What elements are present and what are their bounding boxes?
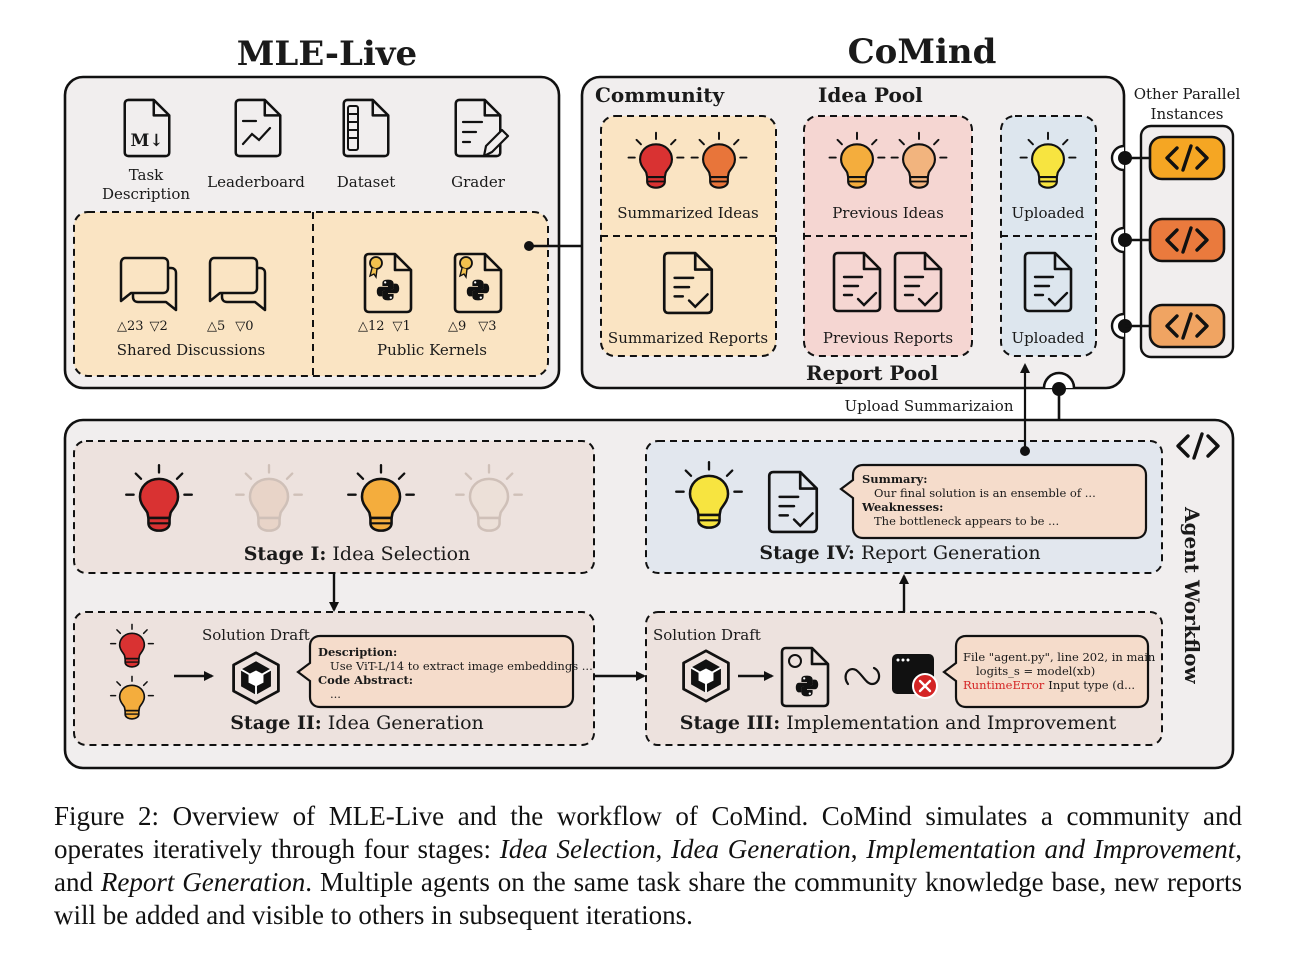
terminal-error-icon	[892, 654, 938, 699]
idea-description-text: Use ViT-L/14 to extract image embeddings…	[330, 659, 593, 673]
diagram-canvas: MLE-Live CoMind M↓ Task Description Lead…	[63, 32, 1241, 770]
uploaded-reports-label: Uploaded	[1011, 329, 1084, 347]
parallel-label-1: Other Parallel	[1134, 85, 1241, 103]
task-description-label-1: Task	[129, 166, 164, 184]
idea-pool-label: Idea Pool	[818, 83, 923, 107]
instance-3	[1148, 303, 1226, 349]
dataset-item: Dataset	[337, 98, 396, 191]
mle-live-title: MLE-Live	[237, 34, 417, 74]
previous-reports-label: Previous Reports	[823, 329, 953, 347]
task-description-label-2: Description	[102, 185, 190, 203]
error-line-1: File "agent.py", line 202, in main	[963, 650, 1156, 664]
stage-2-draft-label: Solution Draft	[202, 626, 310, 644]
error-line-2: logits_s = model(xb)	[976, 664, 1095, 678]
stage-2-idea-generation: Solution Draft Description: Use ViT-L/14…	[73, 611, 595, 746]
grader-label: Grader	[451, 173, 506, 191]
parallel-label-2: Instances	[1151, 105, 1224, 123]
instance-2	[1148, 217, 1226, 263]
discussion-1-votes: △23▽2	[117, 319, 168, 334]
stage-1-idea-selection: Stage I:Idea Selection	[73, 440, 595, 574]
stage-2-title: Stage II:Idea Generation	[230, 712, 484, 734]
previous-ideas-label: Previous Ideas	[832, 204, 944, 222]
leaderboard-item: Leaderboard	[207, 98, 305, 191]
instance-1	[1148, 135, 1226, 181]
error-speech-bubble	[942, 634, 1150, 709]
code-abstract-text: ...	[330, 687, 341, 701]
stage-3-title: Stage III:Implementation and Improvement	[680, 712, 1117, 734]
public-kernels-label: Public Kernels	[377, 341, 487, 359]
uploaded-ideas-label: Uploaded	[1011, 204, 1084, 222]
idea-description-title: Description:	[318, 645, 397, 659]
stage-3-draft-label: Solution Draft	[653, 626, 761, 644]
previous-pool-box: Previous Ideas Previous Reports	[803, 115, 973, 357]
stage-4-title: Stage IV:Report Generation	[759, 542, 1040, 564]
weaknesses-text: The bottleneck appears to be ...	[874, 514, 1059, 528]
agent-workflow-label: Agent Workflow	[1180, 506, 1204, 684]
parallel-instances: Other Parallel Instances	[1110, 85, 1241, 359]
discussion-2-votes: △5▽0	[207, 319, 254, 334]
retry-loop-icon	[844, 666, 881, 686]
community-box: Summarized Ideas Summarized Reports	[600, 115, 777, 357]
mle-live-panel: M↓ Task Description Leaderboard Dataset …	[63, 75, 561, 390]
kernel-2-votes: △9▽3	[448, 319, 497, 334]
summary-text: Our final solution is an ensemble of ...	[874, 486, 1096, 500]
grader-item: Grader	[451, 98, 510, 191]
report-pool-label: Report Pool	[806, 361, 939, 385]
stage-4-report-generation: Summary: Our final solution is an ensemb…	[645, 440, 1163, 574]
idea-speech-bubble	[296, 634, 575, 709]
report-speech-bubble	[839, 463, 1148, 540]
figure-caption: Figure 2: Overview of MLE-Live and the w…	[54, 801, 1242, 930]
leaderboard-label: Leaderboard	[207, 173, 305, 191]
comind-title: CoMind	[848, 32, 997, 72]
code-abstract-title: Code Abstract:	[318, 673, 413, 687]
task-description-item: M↓ Task Description	[102, 98, 190, 203]
public-kernels: △12▽1 △9▽3 Public Kernels	[358, 254, 501, 359]
dataset-label: Dataset	[337, 173, 396, 191]
community-label: Community	[595, 83, 726, 107]
shared-discussions: △23▽2 △5▽0 Shared Discussions	[117, 256, 267, 359]
stage-3-implementation: Solution Draft File "agent.py", line 202…	[645, 611, 1163, 746]
summary-title: Summary:	[862, 472, 927, 486]
summarized-ideas-label: Summarized Ideas	[617, 204, 759, 222]
shared-discussions-label: Shared Discussions	[117, 341, 265, 359]
stage-1-title: Stage I:Idea Selection	[244, 543, 471, 565]
upload-summarization-label: Upload Summarizaion	[844, 397, 1013, 415]
agent-workflow-panel: Agent Workflow Stage I:Idea Selection So…	[63, 363, 1235, 770]
svg-text:M↓: M↓	[130, 131, 163, 151]
uploaded-box: Uploaded Uploaded	[1000, 115, 1097, 357]
weaknesses-title: Weaknesses:	[861, 500, 943, 514]
comind-panel: Community Idea Pool Report Pool Summariz…	[580, 75, 1126, 390]
python-script-icon	[780, 646, 830, 708]
summarized-reports-label: Summarized Reports	[608, 329, 768, 347]
kernel-1-votes: △12▽1	[358, 319, 411, 334]
